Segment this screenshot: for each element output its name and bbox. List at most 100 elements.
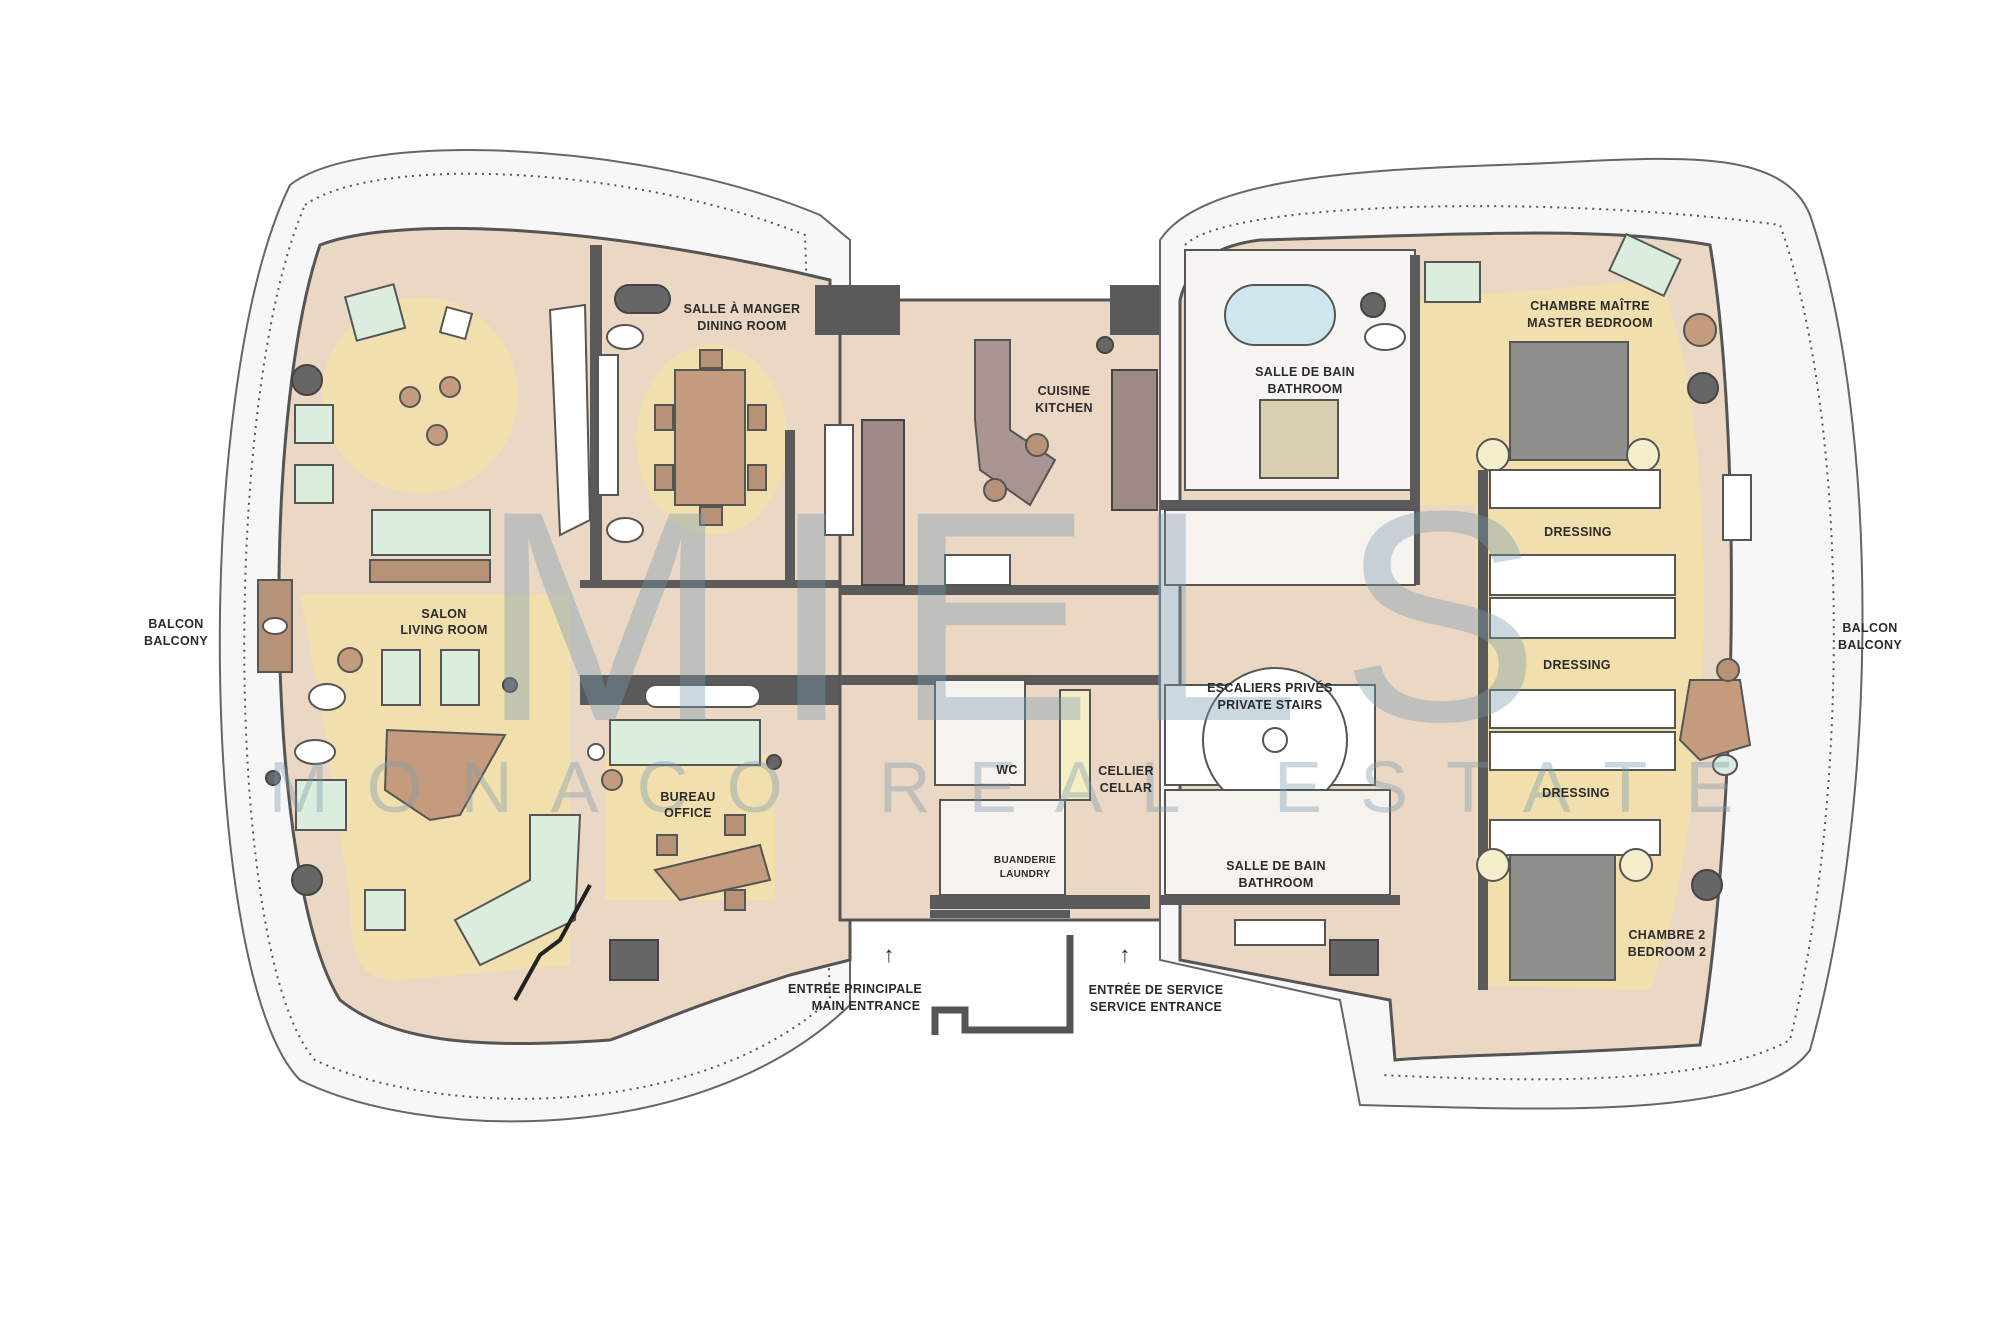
main-entrance-label-fr: ENTREE PRINCIPALE [788, 982, 922, 996]
armchair [1608, 232, 1682, 298]
wall [1410, 255, 1420, 585]
double-vanity [1259, 399, 1339, 479]
cellar-racks [1059, 689, 1091, 801]
bedroom-2-label-fr: CHAMBRE 2 [1628, 928, 1705, 942]
bench [1722, 474, 1752, 541]
nightstand [1476, 848, 1510, 882]
main-entrance-label-en: MAIN ENTRANCE [812, 999, 921, 1013]
service-entrance-label-fr: ENTRÉE DE SERVICE [1089, 982, 1224, 997]
kitchen-tall-unit [824, 424, 854, 536]
wardrobe [1489, 469, 1661, 509]
bench [614, 284, 671, 314]
bathroom-master-label-en: BATHROOM [1267, 382, 1342, 396]
armchair [294, 404, 334, 444]
office-sofa [609, 719, 761, 766]
dining-chair [747, 404, 767, 431]
balcony-left-label-fr: BALCON [148, 617, 203, 631]
bathtub-2 [1234, 919, 1326, 946]
wall [785, 430, 795, 580]
armchair [381, 649, 421, 706]
side-table [1691, 869, 1723, 901]
office-chair [724, 814, 746, 836]
master-bedroom-label-fr: CHAMBRE MAÎTRE [1530, 298, 1649, 313]
wall [840, 585, 1170, 595]
entrance-labels: ↑ ENTREE PRINCIPALE MAIN ENTRANCE ↑ ENTR… [788, 942, 1223, 1014]
left-wing [218, 149, 852, 1123]
dining-table [674, 369, 746, 506]
bench [1424, 261, 1481, 303]
sectional-sofa [453, 814, 582, 967]
dressing-label: DRESSING [1542, 786, 1610, 800]
planter [606, 517, 644, 543]
balcony-right-label-en: BALCONY [1838, 638, 1902, 652]
kitchen-cabinets [861, 419, 905, 586]
right-wing [1159, 157, 1864, 1110]
bathroom-wc [1164, 509, 1416, 586]
stairs-label-en: PRIVATE STAIRS [1218, 698, 1323, 712]
wardrobe [1489, 597, 1676, 639]
wardrobe [1489, 554, 1676, 596]
side-table [265, 770, 281, 786]
desk-chair [1716, 658, 1740, 682]
bar-stool [1025, 433, 1049, 457]
laundry-label-fr: BUANDERIE [994, 855, 1056, 866]
side-table [587, 743, 605, 761]
side-table [1687, 372, 1719, 404]
stool [601, 769, 623, 791]
side-table [766, 754, 782, 770]
wall [930, 910, 1070, 918]
armchair [440, 649, 480, 706]
watermark-brand: MIELS [480, 448, 1580, 784]
bathtub [1224, 284, 1336, 346]
console [369, 559, 491, 583]
coffee-table [383, 728, 507, 822]
stool [337, 647, 363, 673]
nightstand [1619, 848, 1653, 882]
corridor-bench [644, 684, 761, 708]
kitchen-island [974, 339, 1057, 507]
screen-partition [513, 884, 592, 1001]
kitchen-label-en: KITCHEN [1035, 401, 1093, 415]
plant [308, 683, 346, 711]
watermark: MIELS MONACO REAL ESTATE [269, 448, 1772, 828]
dining-chair [654, 404, 674, 431]
basin [1364, 323, 1406, 351]
stool [426, 424, 448, 446]
wall [815, 285, 900, 335]
bathroom-2-label-fr: SALLE DE BAIN [1226, 859, 1326, 873]
shelf [597, 354, 619, 496]
side-table [438, 305, 474, 341]
balcony-left-railing [243, 172, 832, 1100]
armchair [364, 889, 406, 931]
wall [580, 580, 850, 588]
wc-room [934, 679, 1026, 786]
armchair [294, 464, 334, 504]
bathroom-master-label-fr: SALLE DE BAIN [1255, 365, 1355, 379]
wc-label: WC [996, 763, 1017, 777]
living-label-fr: SALON [421, 607, 466, 621]
side-table [502, 677, 518, 693]
planter [606, 324, 644, 350]
cabinet-mirror [262, 617, 288, 635]
office-label-en: OFFICE [664, 806, 712, 820]
living-label-en: LIVING ROOM [400, 623, 487, 637]
service-entrance-arrow-icon: ↑ [1119, 942, 1130, 967]
dining-label-en: DINING ROOM [697, 319, 786, 333]
desk [653, 843, 772, 902]
cellar-label-en: CELLAR [1100, 781, 1153, 795]
balcony-left-label-en: BALCONY [144, 634, 208, 648]
wall [1160, 895, 1400, 905]
bar-stool [983, 478, 1007, 502]
dining-chair [699, 506, 723, 526]
bed-2 [1509, 854, 1616, 981]
dressing-label: DRESSING [1543, 658, 1611, 672]
dressing-wall [1478, 470, 1488, 990]
laundry-label-en: LAUNDRY [1000, 869, 1051, 880]
stairs-label-fr: ESCALIERS PRIVÉS [1207, 680, 1333, 695]
desk-chair [1712, 754, 1738, 776]
watermark-tagline: MONACO REAL ESTATE [269, 748, 1772, 828]
master-bedroom-label-en: MASTER BEDROOM [1527, 316, 1653, 330]
armchair [295, 779, 347, 831]
side-table [1683, 313, 1717, 347]
